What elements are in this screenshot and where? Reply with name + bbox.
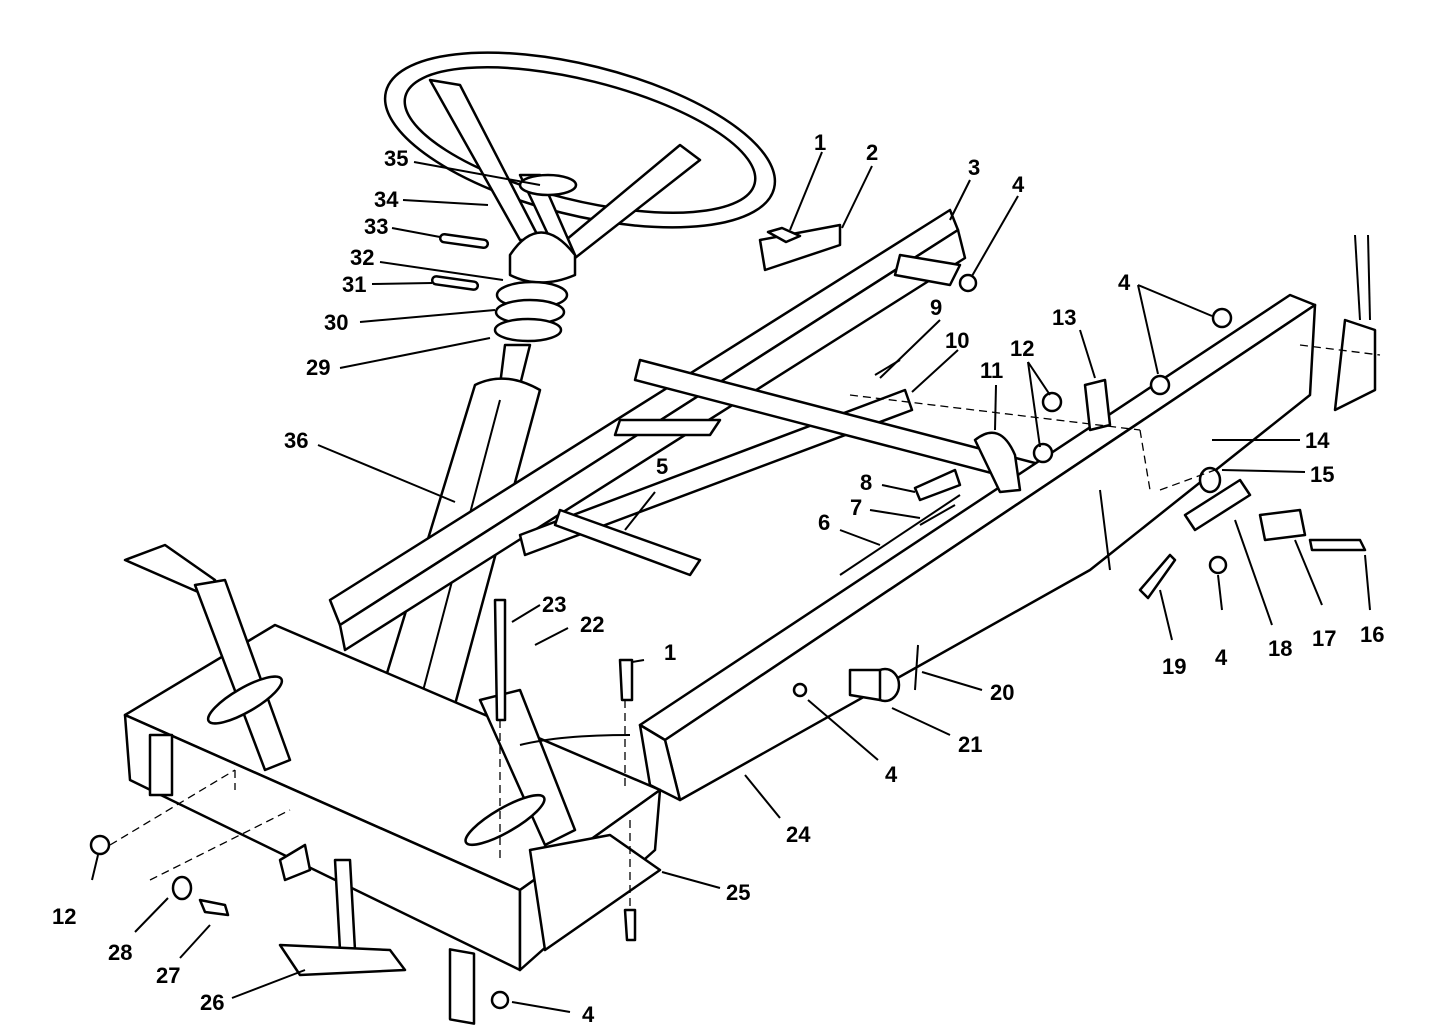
callout-label: 34 — [374, 187, 399, 212]
callout-label: 4 — [1012, 172, 1025, 197]
callout-label: 16 — [1360, 622, 1384, 647]
callout-label: 6 — [818, 510, 830, 535]
rear-bracket — [1333, 234, 1377, 412]
pedal-plate — [528, 833, 662, 952]
callout-label: 4 — [1215, 645, 1228, 670]
callout-label: 4 — [1118, 270, 1131, 295]
callout-label: 1 — [664, 640, 676, 665]
callout-label: 5 — [656, 454, 668, 479]
left-frame-rail — [328, 208, 967, 652]
callout-label: 10 — [945, 328, 969, 353]
callout-label: 9 — [930, 295, 942, 320]
callout-label: 31 — [342, 272, 366, 297]
callout-label: 29 — [306, 355, 330, 380]
callout-label: 30 — [324, 310, 348, 335]
callout-label: 2 — [866, 140, 878, 165]
steering-hub-stack — [430, 232, 569, 343]
front-stand — [278, 858, 407, 977]
callouts: 1 1 2 3 4 4 4 4 4 5 6 7 8 9 10 11 — [52, 130, 1384, 1027]
callout-label: 7 — [850, 495, 862, 520]
callout-label: 36 — [284, 428, 308, 453]
callout-label: 11 — [980, 358, 1003, 383]
callout-label: 19 — [1162, 654, 1186, 679]
callout-label: 27 — [156, 963, 180, 988]
callout-label: 14 — [1305, 428, 1330, 453]
brake-pedal — [123, 543, 292, 772]
callout-label: 25 — [726, 880, 750, 905]
callout-label: 4 — [885, 762, 898, 787]
clutch-pedal — [464, 688, 631, 847]
callout-label: 35 — [384, 146, 408, 171]
steering-wheel — [383, 51, 777, 284]
callout-label: 18 — [1268, 636, 1292, 661]
callout-label: 21 — [958, 732, 982, 757]
callout-label: 1 — [814, 130, 826, 155]
callout-label: 26 — [200, 990, 224, 1015]
callout-label: 28 — [108, 940, 132, 965]
callout-label: 24 — [786, 822, 811, 847]
cross-members — [518, 358, 1102, 577]
callout-label: 23 — [542, 592, 566, 617]
callout-label: 4 — [582, 1002, 595, 1027]
callout-label: 8 — [860, 470, 872, 495]
callout-label: 17 — [1312, 626, 1336, 651]
callout-label: 22 — [580, 612, 604, 637]
callout-label: 33 — [364, 214, 388, 239]
callout-label: 12 — [1010, 336, 1034, 361]
callout-label: 13 — [1052, 305, 1076, 330]
callout-label: 20 — [990, 680, 1014, 705]
callout-label: 15 — [1310, 462, 1334, 487]
assembly-guides — [109, 344, 1381, 910]
callout-label: 12 — [52, 904, 76, 929]
callout-label: 3 — [968, 155, 980, 180]
hardware-parts — [89, 226, 1367, 1010]
callout-label: 32 — [350, 245, 374, 270]
